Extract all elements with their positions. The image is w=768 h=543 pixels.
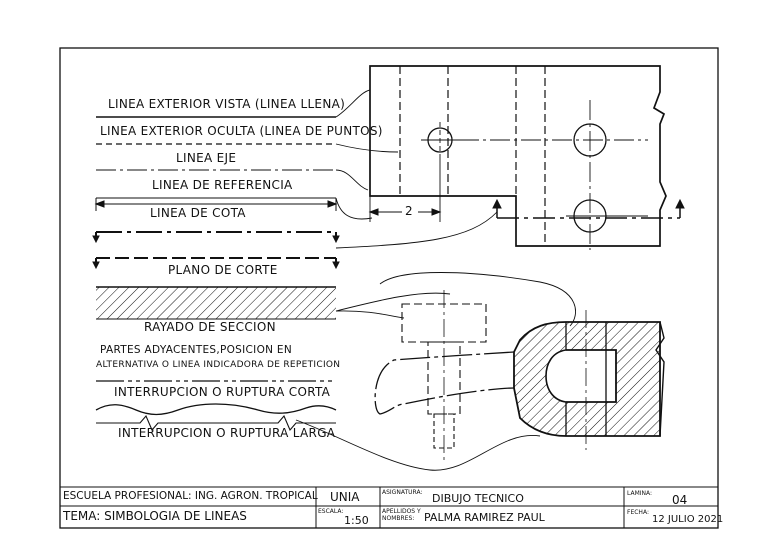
label-adjacent-parts-1: PARTES ADYACENTES,POSICION EN: [100, 344, 293, 356]
sheet-border: [59, 47, 719, 529]
title-block-lines: [60, 486, 718, 528]
university-name: UNIA: [330, 490, 360, 504]
subject-value: DIBUJO TECNICO: [432, 492, 524, 505]
sheet-theme: TEMA: SIMBOLOGIA DE LINEAS: [63, 509, 247, 523]
scale-value: 1:50: [344, 514, 369, 527]
student-name: PALMA RAMIREZ PAUL: [424, 511, 545, 524]
leader-lines: [295, 89, 541, 471]
label-reference-line: LINEA DE REFERENCIA: [152, 178, 293, 192]
date-label: FECHA:: [627, 509, 649, 516]
date-value: 12 JULIO 2021: [652, 514, 724, 525]
subject-label: ASIGNATURA:: [382, 489, 423, 496]
name-label-2: NOMBRES:: [382, 515, 415, 522]
top-part-drawing: [368, 65, 685, 250]
school-name: ESCUELA PROFESIONAL: ING. AGRON. TROPICA…: [63, 490, 318, 502]
label-adjacent-parts-2: ALTERNATIVA O LINEA INDICADORA DE REPETI…: [96, 360, 341, 370]
label-cut-plane: PLANO DE CORTE: [168, 263, 278, 277]
sheet-number-value: 04: [672, 493, 688, 507]
bottom-part-drawing: [374, 272, 665, 462]
label-dimension-line: LINEA DE COTA: [150, 206, 246, 220]
label-long-break: INTERRUPCION O RUPTURA LARGA: [118, 426, 336, 440]
label-exterior-hidden: LINEA EXTERIOR OCULTA (LINEA DE PUNTOS): [100, 124, 383, 138]
dimension-value: 2: [405, 204, 413, 218]
label-section-hatch: RAYADO DE SECCION: [144, 320, 276, 334]
legend-lines: [92, 116, 340, 432]
hatch-sample: [96, 287, 336, 319]
name-label-1: APELLIDOS Y: [382, 508, 421, 515]
label-short-break: INTERRUPCION O RUPTURA CORTA: [114, 385, 331, 399]
long-break-sample: [96, 414, 336, 432]
label-exterior-visible: LINEA EXTERIOR VISTA (LINEA LLENA): [108, 97, 346, 111]
scale-label: ESCALA:: [318, 508, 344, 515]
sheet-number-label: LAMINA:: [627, 490, 653, 497]
label-axis-line: LINEA EJE: [176, 151, 237, 165]
short-break-sample: [95, 403, 337, 416]
